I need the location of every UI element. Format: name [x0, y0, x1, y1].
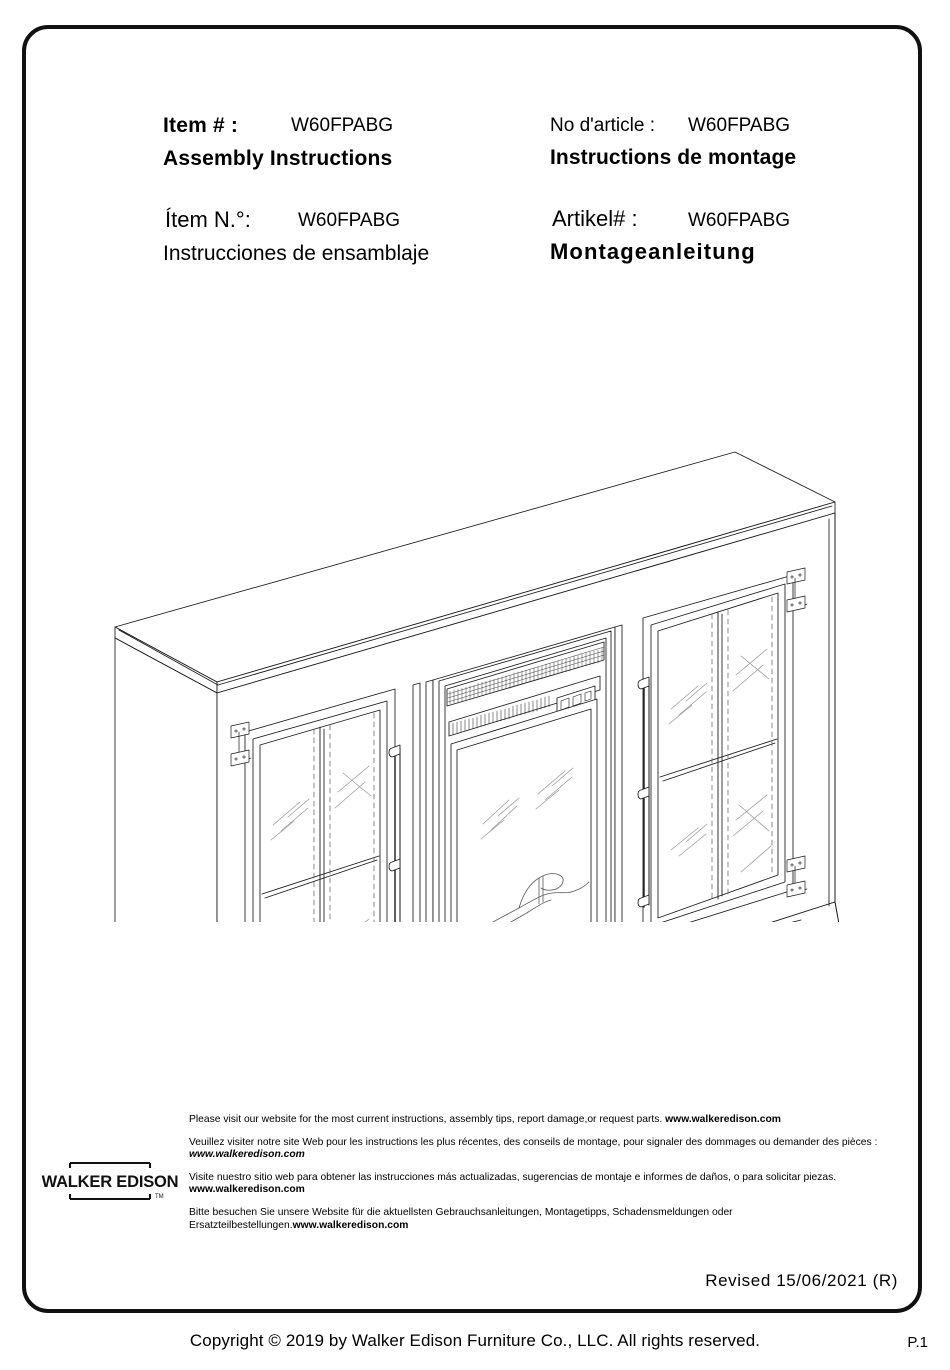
- item-number-value-en: W60FPABG: [291, 115, 394, 136]
- item-number-label-fr: No d'article :: [550, 115, 656, 136]
- notice-text-es: Visite nuestro sitio web para obtener la…: [189, 1171, 837, 1183]
- notice-paragraph-de: Bitte besuchen Sie unsere Website für di…: [189, 1207, 904, 1232]
- fireplace-mesh-grille: [446, 641, 605, 707]
- notice-paragraph-fr: Veuillez visiter notre site Web pour les…: [189, 1137, 904, 1162]
- fireplace-tv-stand-drawing: [114, 451, 840, 922]
- notice-url-es[interactable]: www.walkeredison.com: [189, 1184, 305, 1196]
- item-number-value-fr: W60FPABG: [688, 115, 791, 136]
- notice-text-fr: Veuillez visiter notre site Web pour les…: [189, 1136, 878, 1148]
- item-number-value-de: W60FPABG: [688, 210, 791, 231]
- page-number: P.1: [907, 1334, 928, 1351]
- notice-url-en[interactable]: www.walkeredison.com: [665, 1114, 781, 1125]
- revision-date: Revised 15/06/2021 (R): [705, 1271, 898, 1290]
- item-number-label-de: Artikel# :: [552, 206, 638, 231]
- page-border: [22, 25, 922, 1313]
- top-panel: [114, 451, 836, 694]
- left-side-panel: [114, 637, 218, 922]
- walker-edison-logo-mark: WALKER EDISON TM: [42, 1161, 179, 1201]
- right-cabinet-door: [637, 567, 808, 922]
- fireplace-glass-front: [450, 698, 598, 922]
- right-door-hinge-top: [786, 567, 808, 613]
- left-door-handle: [388, 744, 401, 922]
- left-door-hinge-top: [230, 721, 252, 767]
- website-notice-block: Please visit our website for the most cu…: [189, 1114, 904, 1232]
- right-door-handle: [637, 676, 650, 908]
- notice-paragraph-en: Please visit our website for the most cu…: [189, 1114, 904, 1127]
- header: Item # : W60FPABG Assembly Instructions …: [0, 100, 950, 290]
- assembly-instructions-title-en: Assembly Instructions: [163, 147, 393, 170]
- assembly-instructions-title-es: Instrucciones de ensamblaje: [163, 242, 430, 265]
- product-illustration: [95, 432, 855, 922]
- left-cabinet-door: [230, 688, 401, 922]
- fireplace-vent-strip: [448, 675, 601, 737]
- notice-paragraph-es: Visite nuestro sitio web para obtener la…: [189, 1172, 904, 1197]
- notice-text-de: Bitte besuchen Sie unsere Website für di…: [189, 1206, 733, 1231]
- notice-url-fr[interactable]: www.walkeredison.com: [189, 1149, 305, 1161]
- logo-wordmark: WALKER EDISON: [42, 1173, 179, 1191]
- right-door-hinge-bottom: [786, 855, 808, 898]
- item-number-value-es: W60FPABG: [298, 210, 401, 231]
- fireplace-section: [412, 624, 623, 922]
- assembly-instructions-title-fr: Instructions de montage: [550, 146, 797, 169]
- assembly-instructions-title-de: Montageanleitung: [550, 239, 756, 264]
- item-number-label-en: Item # :: [163, 114, 239, 137]
- logo-trademark-symbol: TM: [155, 1194, 164, 1200]
- item-number-label-es: Ítem N.°:: [165, 207, 251, 232]
- walker-edison-logo: WALKER EDISON TM: [36, 1157, 184, 1205]
- notice-url-de[interactable]: www.walkeredison.com: [292, 1219, 409, 1231]
- notice-text-en: Please visit our website for the most cu…: [189, 1114, 663, 1125]
- base-plinth: [771, 901, 840, 922]
- copyright-notice: Copyright © 2019 by Walker Edison Furnit…: [189, 1331, 761, 1350]
- right-side-edge: [828, 512, 840, 922]
